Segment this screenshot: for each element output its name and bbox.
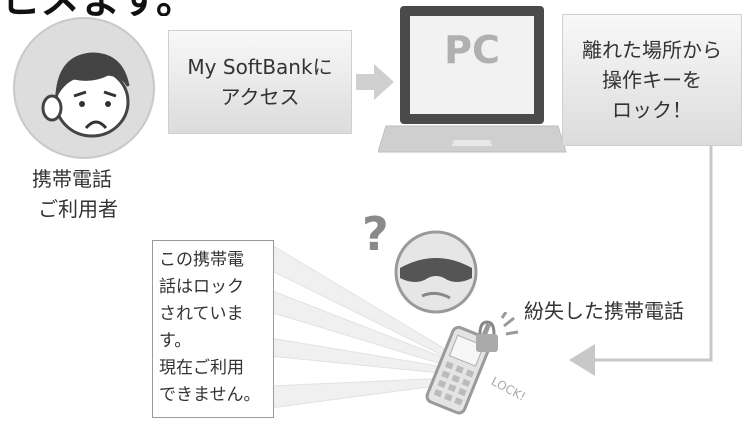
msg-line1: この携帯電 bbox=[159, 250, 244, 270]
header-text-fragment: ヒメます。 bbox=[0, 0, 260, 16]
locked-message-box: この携帯電 話はロック されていま す。 現在ご利用 できません。 bbox=[152, 240, 274, 418]
locked-phone-illustration bbox=[425, 312, 519, 415]
msg-line5: 現在ご利用 bbox=[159, 358, 244, 378]
thief-illustration: ? bbox=[362, 207, 478, 314]
phone-user-illustration bbox=[13, 17, 155, 159]
msg-line3: されていま bbox=[159, 304, 244, 324]
phone-user-label-line2: ご利用者 bbox=[38, 197, 118, 221]
svg-text:?: ? bbox=[362, 207, 389, 261]
lock-box-line1: 離れた場所から bbox=[582, 38, 722, 62]
laptop-pc-illustration bbox=[378, 6, 567, 153]
lock-box-line3: ロック！ bbox=[612, 98, 692, 122]
access-mysoftbank-box: My SoftBankに アクセス bbox=[168, 30, 352, 134]
arrow-to-pc-icon bbox=[356, 64, 394, 100]
lock-box-line2: 操作キーを bbox=[602, 68, 702, 92]
phone-user-label-line1: 携帯電話 bbox=[32, 167, 112, 191]
lost-phone-label: 紛失した携帯電話 bbox=[524, 299, 684, 323]
lock-signal-arrow-icon bbox=[569, 146, 713, 376]
pc-label: PC bbox=[444, 28, 500, 72]
msg-line2: 話はロック bbox=[159, 277, 244, 297]
msg-line6: できません。 bbox=[159, 385, 261, 405]
msg-line4: す。 bbox=[159, 331, 192, 351]
phone-user-label: 携帯電話 ご利用者 bbox=[32, 164, 152, 224]
remote-lock-box: 離れた場所から 操作キーを ロック！ bbox=[562, 14, 742, 146]
access-box-line1: My SoftBankに bbox=[187, 55, 333, 79]
access-box-line2: アクセス bbox=[220, 85, 300, 109]
